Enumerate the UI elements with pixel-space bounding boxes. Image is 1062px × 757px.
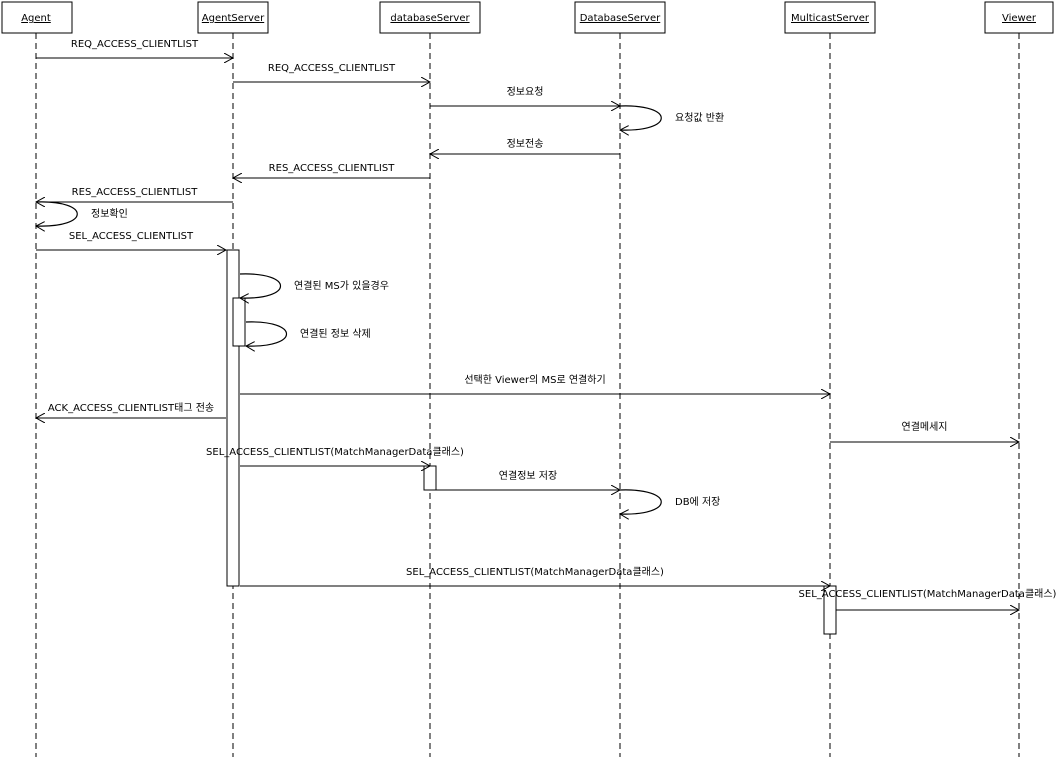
message-14: 연결메세지 [830, 421, 1019, 442]
participant-heads: Agent AgentServer databaseServer DatabaseSe… [1, 1, 1054, 34]
participant-name: Agent [21, 13, 51, 24]
participant-name: AgentServer [202, 13, 265, 24]
message-label: SEL_ACCESS_CLIENTLIST(MatchManagerData클래… [406, 566, 664, 578]
participant-databaseserver_lc: databaseServer [379, 1, 481, 34]
participant-name: DatabaseServer [580, 13, 661, 24]
message-4: 요청값 반환 [620, 105, 724, 130]
message-label: 정보전송 [507, 138, 544, 150]
message-10: 연결된 MS가 있을경우 [240, 273, 389, 298]
participant-box [784, 1, 876, 34]
message-15: SEL_ACCESS_CLIENTLIST(MatchManagerData클래… [206, 446, 464, 466]
message-2: REQ_ACCESS_CLIENTLIST [233, 63, 430, 82]
message-label: 요청값 반환 [675, 112, 724, 124]
message-12: 선택한 Viewer의 MS로 연결하기 [240, 373, 830, 394]
messages: REQ_ACCESS_CLIENTLIST REQ_ACCESS_CLIENTLI… [36, 39, 1057, 610]
participant-box [574, 1, 666, 34]
self-message-arrow [246, 321, 288, 346]
message-label: DB에 저장 [675, 496, 720, 508]
message-6: RES_ACCESS_CLIENTLIST [233, 163, 430, 178]
message-1: REQ_ACCESS_CLIENTLIST [36, 39, 233, 58]
message-label: RES_ACCESS_CLIENTLIST [72, 187, 199, 198]
message-13: ACK_ACCESS_CLIENTLIST태그 전송 [36, 402, 226, 418]
message-7: RES_ACCESS_CLIENTLIST [36, 187, 233, 202]
message-label: 연결메세지 [902, 421, 948, 433]
message-18: SEL_ACCESS_CLIENTLIST(MatchManagerData클래… [240, 566, 830, 586]
self-message-arrow [620, 105, 662, 130]
activation-agentserver-nested [232, 297, 246, 347]
message-8: 정보확인 [36, 201, 128, 226]
participant-box [1, 1, 73, 34]
message-3: 정보요청 [430, 86, 620, 106]
message-label: 정보요청 [507, 86, 544, 98]
activation-databaseserver-store [423, 465, 437, 491]
participant-name: databaseServer [390, 13, 470, 24]
participant-name: Viewer [1002, 13, 1037, 24]
message-label: SEL_ACCESS_CLIENTLIST [69, 231, 194, 242]
message-label: 연결된 MS가 있을경우 [294, 279, 389, 292]
message-5: 정보전송 [430, 138, 620, 154]
participant-agentserver: AgentServer [197, 1, 269, 34]
self-message-arrow [240, 273, 282, 298]
participant-box [197, 1, 269, 34]
message-label: 정보확인 [91, 208, 128, 220]
message-label: 연결된 정보 삭제 [300, 328, 371, 340]
message-label: SEL_ACCESS_CLIENTLIST(MatchManagerData클래… [799, 588, 1057, 600]
message-17: DB에 저장 [620, 489, 720, 514]
message-label: RES_ACCESS_CLIENTLIST [269, 163, 396, 174]
participant-databaseserver_uc: DatabaseServer [574, 1, 666, 34]
participant-box [379, 1, 481, 34]
participant-viewer: Viewer [984, 1, 1054, 34]
message-label: REQ_ACCESS_CLIENTLIST [71, 39, 199, 50]
message-label: SEL_ACCESS_CLIENTLIST(MatchManagerData클래… [206, 446, 464, 458]
self-message-arrow [36, 201, 78, 226]
message-9: SEL_ACCESS_CLIENTLIST [36, 231, 226, 250]
participant-agent: Agent [1, 1, 73, 34]
message-label: ACK_ACCESS_CLIENTLIST태그 전송 [48, 402, 214, 414]
message-label: 연결정보 저장 [499, 470, 557, 482]
participant-box [984, 1, 1054, 34]
self-message-arrow [620, 489, 662, 514]
message-11: 연결된 정보 삭제 [246, 321, 371, 346]
activation-bars [226, 249, 837, 635]
message-19: SEL_ACCESS_CLIENTLIST(MatchManagerData클래… [799, 588, 1057, 610]
participant-multicastserver: MulticastServer [784, 1, 876, 34]
message-label: REQ_ACCESS_CLIENTLIST [268, 63, 396, 74]
message-label: 선택한 Viewer의 MS로 연결하기 [464, 373, 605, 386]
message-16: 연결정보 저장 [436, 470, 620, 490]
participant-name: MulticastServer [791, 13, 870, 24]
